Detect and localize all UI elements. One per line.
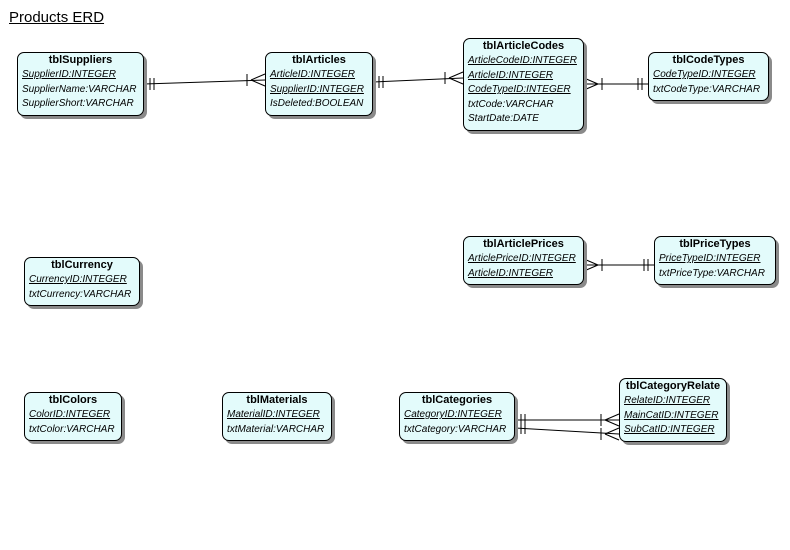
key-attribute: ArticleCodeID:INTEGER: [468, 55, 577, 66]
attribute: StartDate:DATE: [468, 113, 539, 124]
entity-name: tblCategories: [421, 394, 493, 406]
key-attribute: ArticlePriceID:INTEGER: [468, 253, 576, 264]
crowfoot-marker: [448, 71, 464, 79]
key-attribute: MaterialID:INTEGER: [227, 409, 320, 420]
crowfoot-marker: [604, 419, 620, 427]
key-attribute: RelateID:INTEGER: [624, 395, 711, 406]
key-attribute: ColorID:INTEGER: [29, 409, 111, 420]
attribute: txtCurrency:VARCHAR: [29, 288, 132, 300]
key-attribute: CurrencyID:INTEGER: [29, 274, 127, 285]
attribute: IsDeleted:BOOLEAN: [270, 98, 364, 109]
entity-name: tblCategoryRelate: [625, 380, 721, 392]
crowfoot-marker: [250, 79, 266, 87]
entity-name: tblSuppliers: [48, 54, 113, 66]
entity-name: tblCodeTypes: [672, 54, 745, 66]
key-attribute: ArticleID:INTEGER: [270, 69, 356, 80]
relationship-line: [143, 79, 266, 85]
entity-name: tblCurrency: [51, 259, 113, 271]
attribute: txtCodeType:VARCHAR: [653, 83, 761, 95]
entity-name: tblArticles: [292, 54, 346, 66]
crowfoot-marker: [604, 413, 620, 421]
key-attribute: CodeTypeID:INTEGER: [653, 69, 756, 80]
relationship-line: [514, 427, 620, 435]
entity-name: tblMaterials: [246, 394, 308, 406]
crowfoot-marker: [583, 77, 599, 85]
diagram-title: Products ERD: [9, 9, 105, 26]
crowfoot-marker: [448, 77, 464, 85]
entity-name: tblArticleCodes: [482, 40, 565, 52]
key-attribute: ArticleID:INTEGER: [468, 267, 554, 279]
attribute: SupplierName:VARCHAR: [22, 83, 137, 95]
entity-name: tblArticlePrices: [483, 238, 564, 250]
key-attribute: CodeTypeID:INTEGER: [468, 84, 571, 95]
key-attribute: PriceTypeID:INTEGER: [659, 253, 761, 264]
key-attribute: ArticleID:INTEGER: [468, 69, 554, 81]
attribute: txtCode:VARCHAR: [468, 98, 554, 110]
crowfoot-marker: [604, 433, 620, 441]
relationship-line: [372, 77, 464, 83]
crowfoot-marker: [583, 264, 599, 272]
key-attribute: CategoryID:INTEGER: [404, 409, 502, 420]
attribute: txtColor:VARCHAR: [29, 423, 115, 435]
key-attribute: SubCatID:INTEGER: [624, 424, 715, 435]
crowfoot-marker: [583, 83, 599, 91]
attribute: SupplierShort:VARCHAR: [22, 98, 134, 109]
key-attribute: SupplierID:INTEGER: [270, 83, 364, 95]
crowfoot-marker: [604, 427, 620, 435]
crowfoot-marker: [250, 73, 266, 81]
entity-name: tblColors: [48, 394, 98, 406]
key-attribute: SupplierID:INTEGER: [22, 69, 116, 80]
attribute: txtPriceType:VARCHAR: [659, 267, 765, 279]
attribute: txtCategory:VARCHAR: [404, 423, 507, 435]
entity-name: tblPriceTypes: [679, 238, 751, 250]
crowfoot-marker: [583, 258, 599, 266]
key-attribute: MainCatID:INTEGER: [624, 409, 719, 421]
attribute: txtMaterial:VARCHAR: [227, 423, 325, 435]
